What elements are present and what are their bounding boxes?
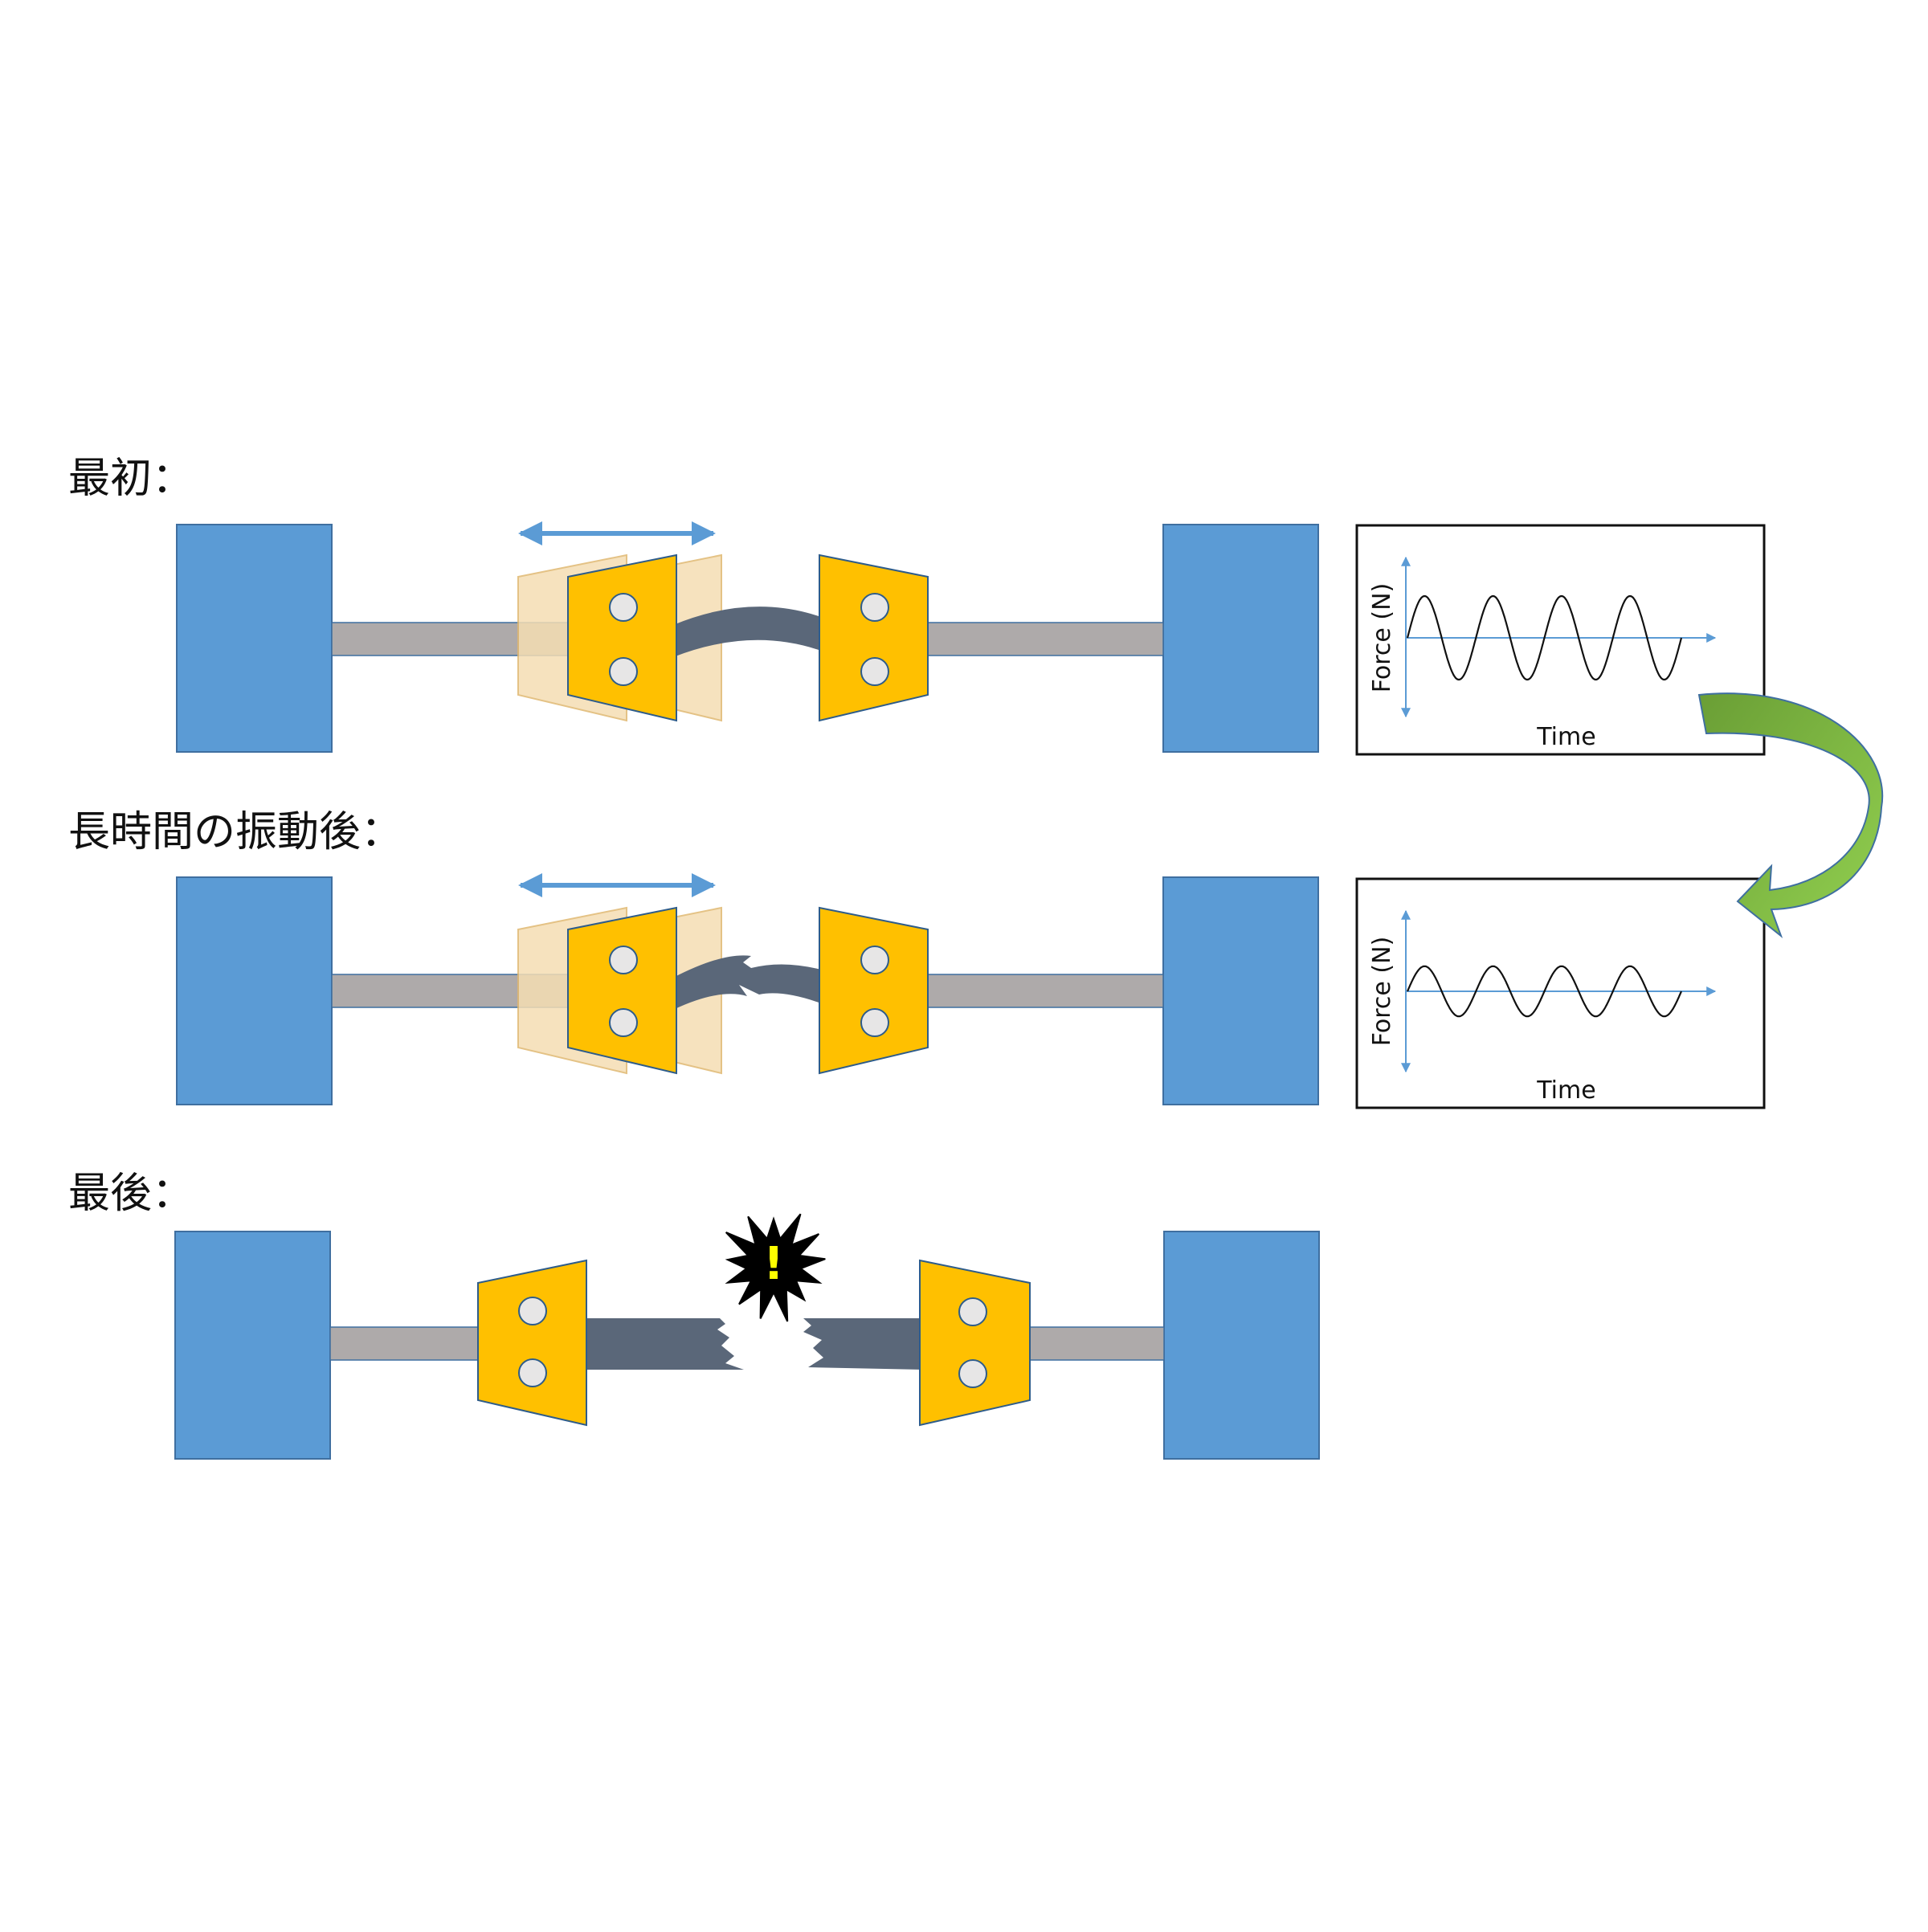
clamp-fixed (819, 553, 929, 722)
bolt (518, 1358, 547, 1387)
bolt (860, 657, 889, 686)
support-block-right (1162, 524, 1319, 753)
graph-y-label: Force (N) (1368, 937, 1396, 1047)
curved-arrow-icon (1697, 692, 1884, 938)
specimen-cracked (673, 955, 821, 1010)
explosion-burst-icon: ! (725, 1213, 826, 1322)
stage-label-final: 最後： (68, 1170, 194, 1218)
support-block-left (174, 1231, 331, 1460)
bolt (609, 657, 638, 686)
support-block-right (1162, 876, 1319, 1105)
graph-y-label: Force (N) (1368, 583, 1396, 693)
rod-right (1029, 1326, 1165, 1361)
force-graph-after-vibration: Force (N) Time (1355, 877, 1766, 1109)
row-after-vibration: Force (N) Time (176, 873, 1766, 1109)
bolt (958, 1297, 987, 1326)
row-final: ! (174, 1213, 1320, 1460)
support-block-left (176, 524, 333, 753)
graph-x-label: Time (1536, 1076, 1595, 1105)
stage-label-initial: 最初： (68, 455, 194, 503)
bolt (609, 593, 638, 622)
bolt (609, 1008, 638, 1037)
graph-frame (1355, 524, 1766, 756)
clamp-left (477, 1259, 587, 1427)
bolt (860, 946, 889, 974)
clamp-moving (567, 906, 677, 1075)
clamp-fixed (819, 906, 929, 1075)
rod-left (329, 1326, 479, 1361)
alert-symbol: ! (763, 1238, 784, 1290)
force-wave (1406, 594, 1683, 681)
force-wave (1406, 965, 1683, 1018)
rod-right (927, 974, 1164, 1008)
support-block-right (1163, 1231, 1320, 1460)
bolt (609, 946, 638, 974)
bolt (860, 1008, 889, 1037)
row-initial: Force (N) Time (176, 521, 1766, 756)
graph-x-label: Time (1536, 723, 1595, 751)
graph-frame (1355, 877, 1766, 1109)
specimen-fragment-right (803, 1318, 921, 1370)
specimen-fragment-left (586, 1318, 744, 1370)
force-graph-initial: Force (N) Time (1355, 524, 1766, 756)
support-block-left (176, 876, 333, 1105)
bolt (518, 1297, 547, 1325)
clamp-moving (567, 553, 677, 722)
specimen-bent (673, 607, 821, 657)
rod-right (927, 622, 1164, 656)
clamp-right (919, 1259, 1031, 1427)
bolt (958, 1359, 987, 1388)
stage-label-after-vibration: 長時間の振動後： (68, 808, 403, 856)
bolt (860, 593, 889, 622)
